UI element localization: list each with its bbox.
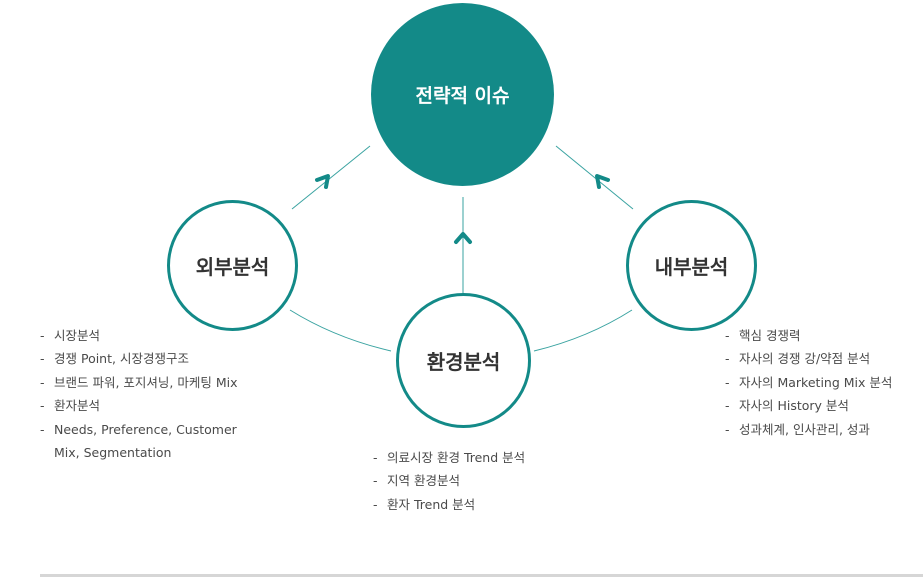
arrow-up-right-icon [315, 174, 330, 189]
bottom-divider [40, 574, 923, 577]
list-item: 환자분석 [40, 394, 265, 418]
list-item: 의료시장 환경 Trend 분석 [373, 446, 573, 470]
node-environment-analysis-label: 환경분석 [426, 350, 501, 374]
connector-internal-environment [533, 309, 633, 352]
list-item: 성과체계, 인사관리, 성과 [725, 418, 921, 442]
list-item: 시장분석 [40, 324, 265, 348]
list-item: 환자 Trend 분석 [373, 493, 573, 517]
list-item: 핵심 경쟁력 [725, 324, 921, 348]
list-item: Needs, Preference, Customer Mix, Segment… [40, 418, 265, 465]
node-external-analysis-label: 외부분석 [195, 255, 270, 279]
list-item: 자사의 History 분석 [725, 394, 921, 418]
internal-analysis-list: 핵심 경쟁력 자사의 경쟁 강/약점 분석 자사의 Marketing Mix … [725, 324, 921, 441]
list-item: 자사의 경쟁 강/약점 분석 [725, 347, 921, 371]
list-item: 자사의 Marketing Mix 분석 [725, 371, 921, 395]
node-strategic-issue-label: 전략적 이슈 [415, 85, 510, 107]
node-environment-analysis: 환경분석 [396, 293, 531, 428]
list-item: 경쟁 Point, 시장경쟁구조 [40, 347, 265, 371]
node-internal-analysis: 내부분석 [626, 200, 757, 331]
node-internal-analysis-label: 내부분석 [654, 255, 729, 279]
arrow-up-left-icon [595, 174, 610, 189]
external-analysis-list: 시장분석 경쟁 Point, 시장경쟁구조 브랜드 파워, 포지셔닝, 마케팅 … [40, 324, 265, 464]
connector-external-center [291, 145, 371, 210]
node-strategic-issue: 전략적 이슈 [371, 3, 554, 186]
node-external-analysis: 외부분석 [167, 200, 298, 331]
environment-analysis-list: 의료시장 환경 Trend 분석 지역 환경분석 환자 Trend 분석 [373, 446, 573, 517]
connector-external-environment [289, 309, 392, 352]
list-item: 브랜드 파워, 포지셔닝, 마케팅 Mix [40, 371, 265, 395]
arrow-up-icon [454, 232, 472, 244]
connector-internal-center [555, 145, 634, 210]
list-item: 지역 환경분석 [373, 469, 573, 493]
